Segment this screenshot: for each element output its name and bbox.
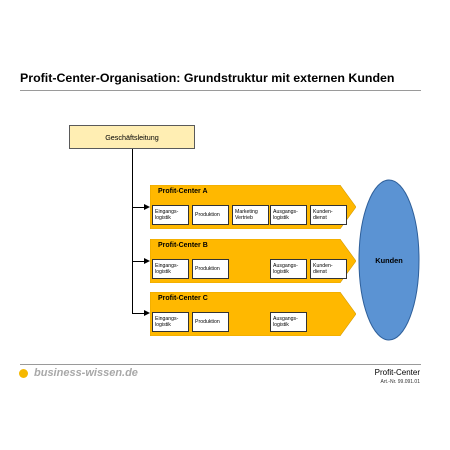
customers-label: Kunden — [375, 255, 403, 265]
profit-center-title: Profit-Center A — [158, 188, 208, 195]
footer-divider — [20, 364, 421, 365]
step-box: Produktion — [192, 312, 229, 332]
connector-b — [132, 261, 145, 262]
profit-center-title: Profit-Center C — [158, 295, 208, 302]
brand-logo: business-wissen.de — [34, 367, 138, 379]
brand-dot-icon — [19, 369, 28, 378]
step-box: Produktion — [192, 259, 229, 279]
connector-a — [132, 207, 145, 208]
step-box: Produktion — [192, 205, 229, 225]
step-box: Ausgangs- logistik — [270, 312, 307, 332]
management-label: Geschäftsleitung — [105, 132, 159, 142]
step-box: Eingangs- logistik — [152, 312, 189, 332]
customers-ellipse — [358, 179, 420, 341]
arrow-head-a-icon — [144, 204, 150, 210]
profit-center-a: Profit-Center A Eingangs- logistik Produ… — [150, 185, 356, 229]
connector-c — [132, 313, 145, 314]
article-number: Art.-Nr. 99.091.01 — [380, 379, 420, 385]
step-box: Ausgangs- logistik — [270, 205, 307, 225]
arrow-head-c-icon — [144, 310, 150, 316]
management-box: Geschäftsleitung — [69, 125, 195, 149]
page-title: Profit-Center-Organisation: Grundstruktu… — [20, 71, 395, 85]
step-box: Eingangs- logistik — [152, 205, 189, 225]
step-box: Ausgangs- logistik — [270, 259, 307, 279]
step-box: Kunden- dienst — [310, 205, 347, 225]
step-box: Eingangs- logistik — [152, 259, 189, 279]
title-divider — [20, 90, 421, 91]
step-box: Kunden- dienst — [310, 259, 347, 279]
arrow-head-b-icon — [144, 258, 150, 264]
step-box: Marketing Vertrieb — [232, 205, 269, 225]
org-connector-vertical — [132, 149, 133, 313]
footer-title: Profit-Center — [374, 368, 420, 377]
profit-center-title: Profit-Center B — [158, 242, 208, 249]
profit-center-b: Profit-Center B Eingangs- logistik Produ… — [150, 239, 356, 283]
profit-center-c: Profit-Center C Eingangs- logistik Produ… — [150, 292, 356, 336]
